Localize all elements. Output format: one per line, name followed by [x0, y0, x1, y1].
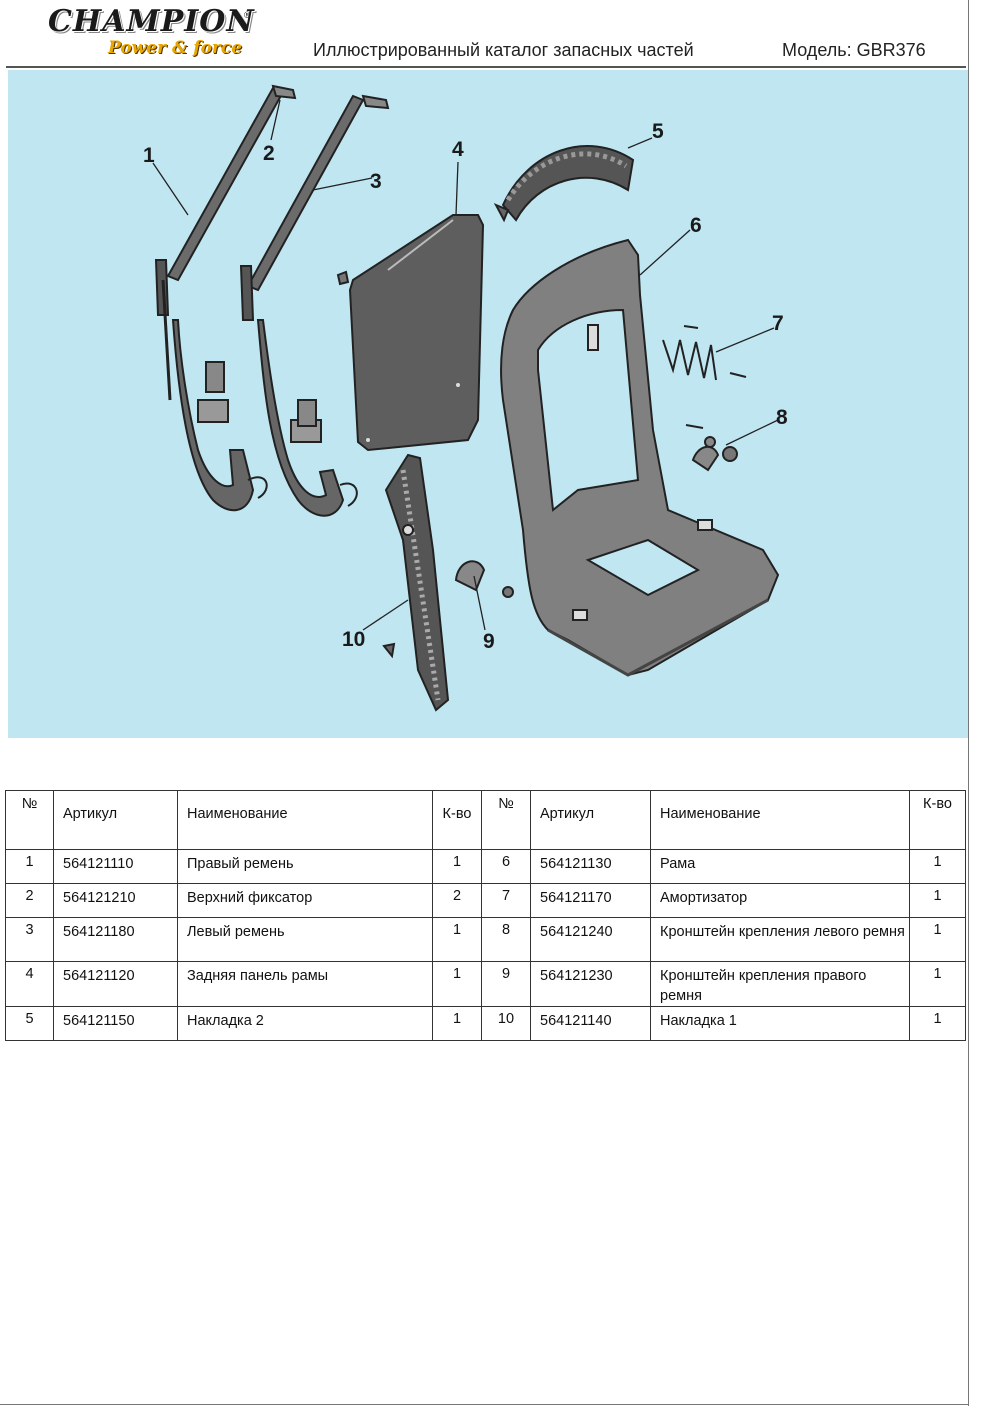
cell-qty: 1 [432, 961, 482, 1007]
cell-article: 564121240 [530, 917, 651, 962]
header-divider [6, 66, 966, 68]
cell-name: Левый ремень [177, 917, 433, 962]
table-row: 1 564121110 Правый ремень 1 6 564121130 … [5, 849, 966, 884]
callout-3: 3 [370, 170, 382, 193]
part-shock-absorber [662, 325, 747, 381]
callout-4: 4 [452, 138, 464, 161]
cell-article: 564121140 [530, 1006, 651, 1041]
cell-article: 564121180 [53, 917, 178, 962]
header-article: Артикул [530, 790, 651, 850]
callout-5: 5 [652, 120, 664, 143]
part-left-strap-bracket [685, 424, 738, 472]
parts-table: № Артикул Наименование К-во № Артикул На… [5, 790, 966, 1041]
cell-name: Правый ремень [177, 849, 433, 884]
cell-article: 564121150 [53, 1006, 178, 1041]
logo-registered-mark: ® [244, 10, 251, 20]
page-border [968, 0, 969, 1406]
cell-qty: 1 [909, 961, 966, 1007]
cell-qty: 2 [432, 883, 482, 918]
cell-name: Накладка 1 [650, 1006, 910, 1041]
cell-article: 564121170 [530, 883, 651, 918]
cell-qty: 1 [909, 1006, 966, 1041]
part-pad-1 [382, 453, 450, 712]
page-border [0, 1404, 969, 1405]
cell-article: 564121110 [53, 849, 178, 884]
callout-1: 1 [143, 144, 155, 167]
logo-tagline: Power & force [108, 38, 243, 58]
cell-num: 1 [5, 849, 54, 884]
part-frame [500, 238, 780, 677]
table-row: 5 564121150 Накладка 2 1 10 564121140 На… [5, 1006, 966, 1041]
cell-name: Верхний фиксатор [177, 883, 433, 918]
part-back-panel [336, 214, 485, 452]
cell-qty: 1 [909, 917, 966, 962]
header-name: Наименование [177, 790, 433, 850]
logo-wordmark: CHAMPION [48, 4, 255, 39]
header-article: Артикул [53, 790, 178, 850]
table-row: 4 564121120 Задняя панель рамы 1 9 56412… [5, 961, 966, 1007]
cell-num: 2 [5, 883, 54, 918]
cell-num: 4 [5, 961, 54, 1007]
cell-num: 5 [5, 1006, 54, 1041]
cell-name: Задняя панель рамы [177, 961, 433, 1007]
cell-article: 564121210 [53, 883, 178, 918]
cell-name: Накладка 2 [177, 1006, 433, 1041]
header-name: Наименование [650, 790, 910, 850]
cell-name: Амортизатор [650, 883, 910, 918]
cell-article: 564121120 [53, 961, 178, 1007]
callout-leaders [152, 99, 779, 631]
model-label: Модель: GBR376 [782, 40, 926, 60]
callout-8: 8 [776, 406, 788, 429]
cell-qty: 1 [432, 1006, 482, 1041]
exploded-parts-diagram: 1 2 3 4 5 6 7 8 9 10 [8, 70, 968, 738]
header-num: № [5, 790, 54, 850]
table-row: 3 564121180 Левый ремень 1 8 564121240 К… [5, 917, 966, 962]
part-top-pad [493, 145, 635, 223]
cell-article: 564121230 [530, 961, 651, 1007]
cell-name: Кронштейн крепления правого ремня [650, 961, 910, 1007]
part-left-strap [239, 94, 390, 517]
cell-num: 9 [481, 961, 531, 1007]
champion-logo: CHAMPION ® Power & force [48, 4, 258, 66]
cell-qty: 1 [432, 849, 482, 884]
cell-num: 8 [481, 917, 531, 962]
cell-qty: 1 [432, 917, 482, 962]
cell-article: 564121130 [530, 849, 651, 884]
cell-name: Кронштейн крепления левого ремня [650, 917, 910, 962]
header-qty: К-во [909, 790, 966, 850]
header-num: № [481, 790, 531, 850]
callout-9: 9 [483, 630, 495, 653]
table-header-row: № Артикул Наименование К-во № Артикул На… [5, 790, 966, 850]
part-right-strap [154, 84, 297, 512]
cell-num: 6 [481, 849, 531, 884]
part-right-strap-bracket [454, 560, 514, 598]
header-qty: К-во [432, 790, 482, 850]
cell-num: 3 [5, 917, 54, 962]
callout-7: 7 [772, 312, 784, 335]
cell-name: Рама [650, 849, 910, 884]
callout-10: 10 [342, 628, 365, 651]
table-row: 2 564121210 Верхний фиксатор 2 7 5641211… [5, 883, 966, 918]
cell-num: 7 [481, 883, 531, 918]
cell-qty: 1 [909, 849, 966, 884]
cell-qty: 1 [909, 883, 966, 918]
cell-num: 10 [481, 1006, 531, 1041]
callout-6: 6 [690, 214, 702, 237]
page-title: Иллюстрированный каталог запасных частей [313, 40, 694, 60]
callout-2: 2 [263, 142, 275, 165]
